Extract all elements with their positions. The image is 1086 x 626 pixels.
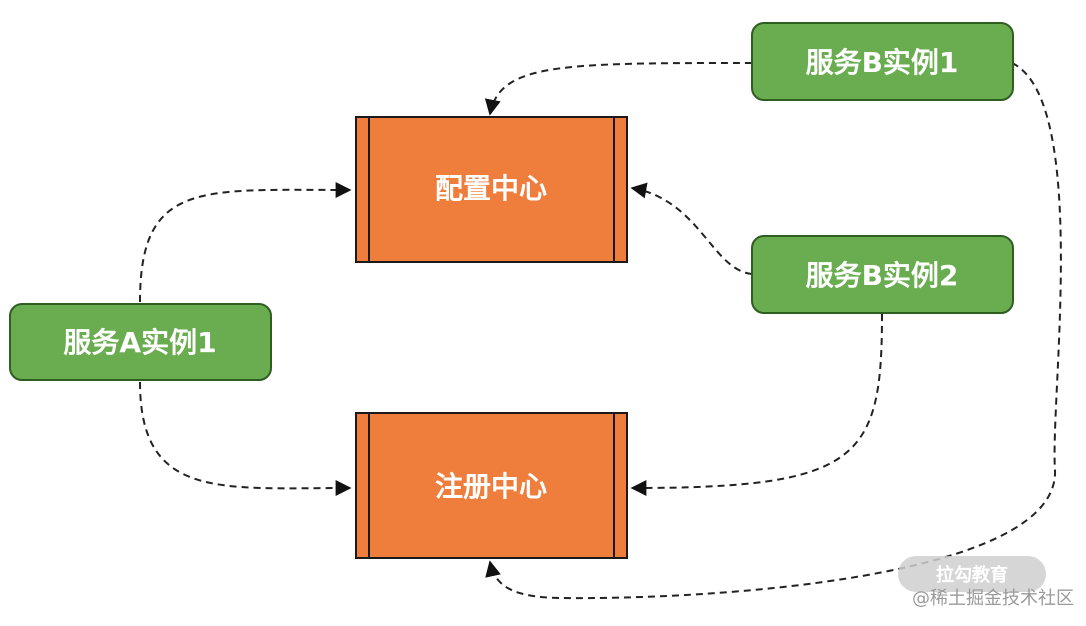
config-center-label: 配置中心: [435, 172, 547, 205]
service-b1-node: 服务B实例1: [751, 22, 1014, 101]
watermark-caption: @稀土掘金技术社区: [912, 588, 1074, 609]
service-a1-node: 服务A实例1: [9, 303, 272, 381]
edges-group: [139, 62, 1062, 600]
watermark-badge: [898, 556, 1046, 592]
service-b2-label: 服务B实例2: [806, 259, 959, 292]
edge-a1-to-config: [139, 181, 352, 303]
edge-b2-to-config: [630, 182, 753, 275]
watermark-badge-label: 拉勾教育: [936, 564, 1008, 586]
edge-b1-to-config: [484, 62, 753, 116]
service-a1-label: 服务A实例1: [63, 326, 216, 359]
registry-center-label: 注册中心: [435, 470, 547, 503]
edge-b2-to-registry: [630, 313, 883, 496]
watermark: 拉勾教育 @稀土掘金技术社区: [898, 556, 1074, 609]
edge-a1-to-registry: [139, 381, 352, 497]
edge-b1-to-registry: [485, 62, 1062, 600]
service-b2-node: 服务B实例2: [751, 235, 1014, 314]
registry-center-node: 注册中心: [355, 412, 628, 559]
service-b1-label: 服务B实例1: [806, 46, 959, 79]
config-center-node: 配置中心: [355, 116, 628, 263]
